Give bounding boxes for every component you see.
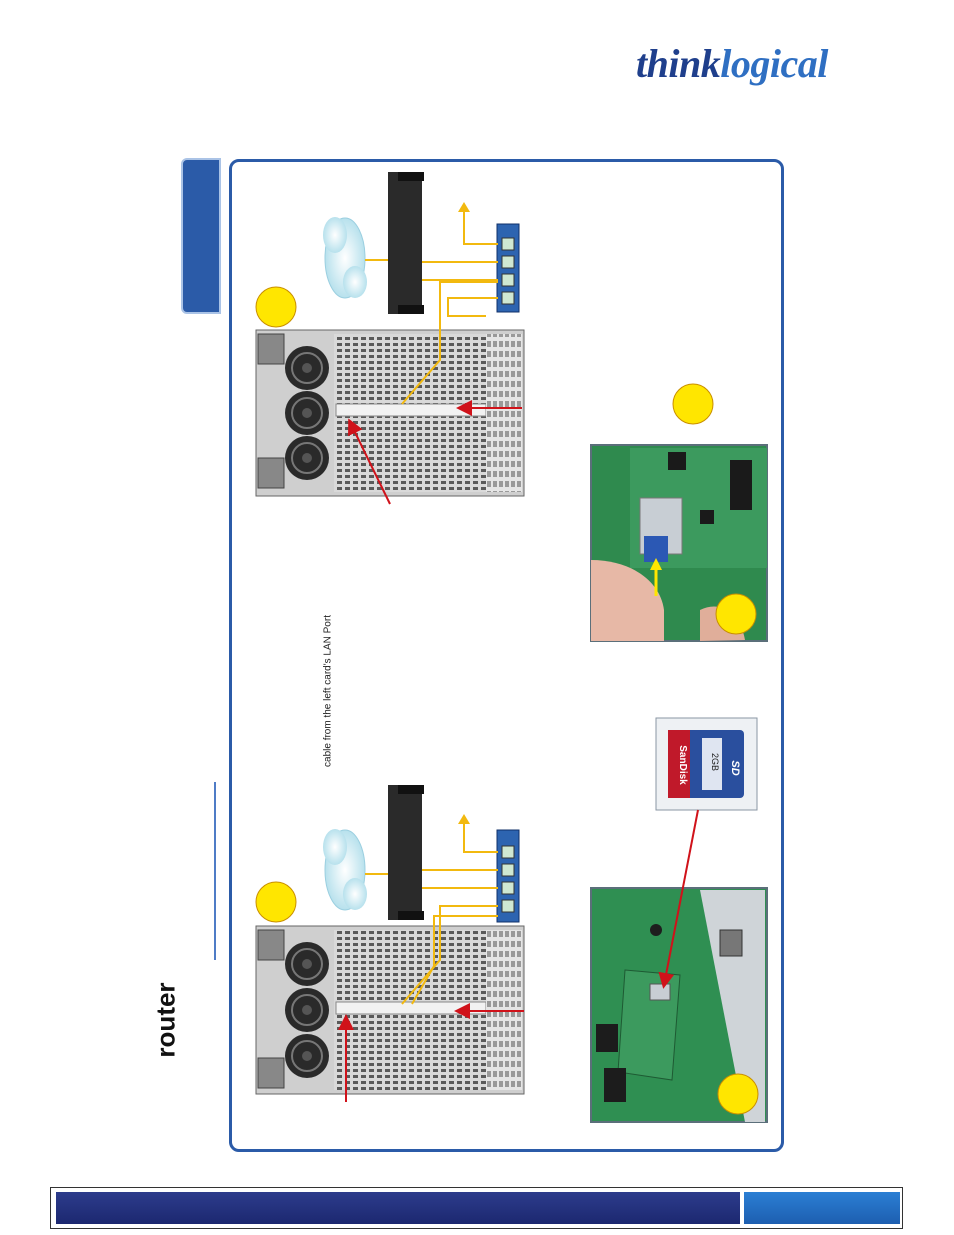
step-marker xyxy=(672,383,714,425)
step-marker xyxy=(717,1073,759,1115)
step-marker xyxy=(715,593,757,635)
fan-icon xyxy=(285,1034,329,1078)
patch-panel-bottom xyxy=(496,829,520,923)
cables-bottom xyxy=(401,822,498,1005)
logo-think: think xyxy=(636,41,721,86)
cables-top xyxy=(401,210,498,405)
fan-icon xyxy=(285,346,329,390)
sd-card-photo xyxy=(655,717,758,811)
footer-page-block xyxy=(744,1192,900,1224)
fan-icon xyxy=(285,988,329,1032)
sd-logo-icon: SD xyxy=(729,760,741,775)
patch-panel-top xyxy=(496,223,520,313)
cloud-icon xyxy=(323,217,367,299)
network-switch-top xyxy=(388,172,424,314)
sd-card-brand: SanDisk xyxy=(677,745,688,785)
logo-logical: logical xyxy=(720,41,828,86)
content-frame xyxy=(229,159,784,1152)
fan-icon xyxy=(285,436,329,480)
thinklogical-logo: thinklogical xyxy=(636,40,828,87)
chapter-tab xyxy=(181,158,221,314)
sd-card-capacity: 2GB xyxy=(710,753,720,771)
footer-band xyxy=(56,1192,740,1224)
step-marker xyxy=(255,286,297,328)
cloud-icon xyxy=(323,829,367,911)
fan-icon xyxy=(285,391,329,435)
fan-icon xyxy=(285,942,329,986)
network-switch-bottom xyxy=(388,785,424,920)
step-marker xyxy=(255,881,297,923)
router-chassis-top xyxy=(255,329,525,497)
title-underline xyxy=(214,782,216,960)
